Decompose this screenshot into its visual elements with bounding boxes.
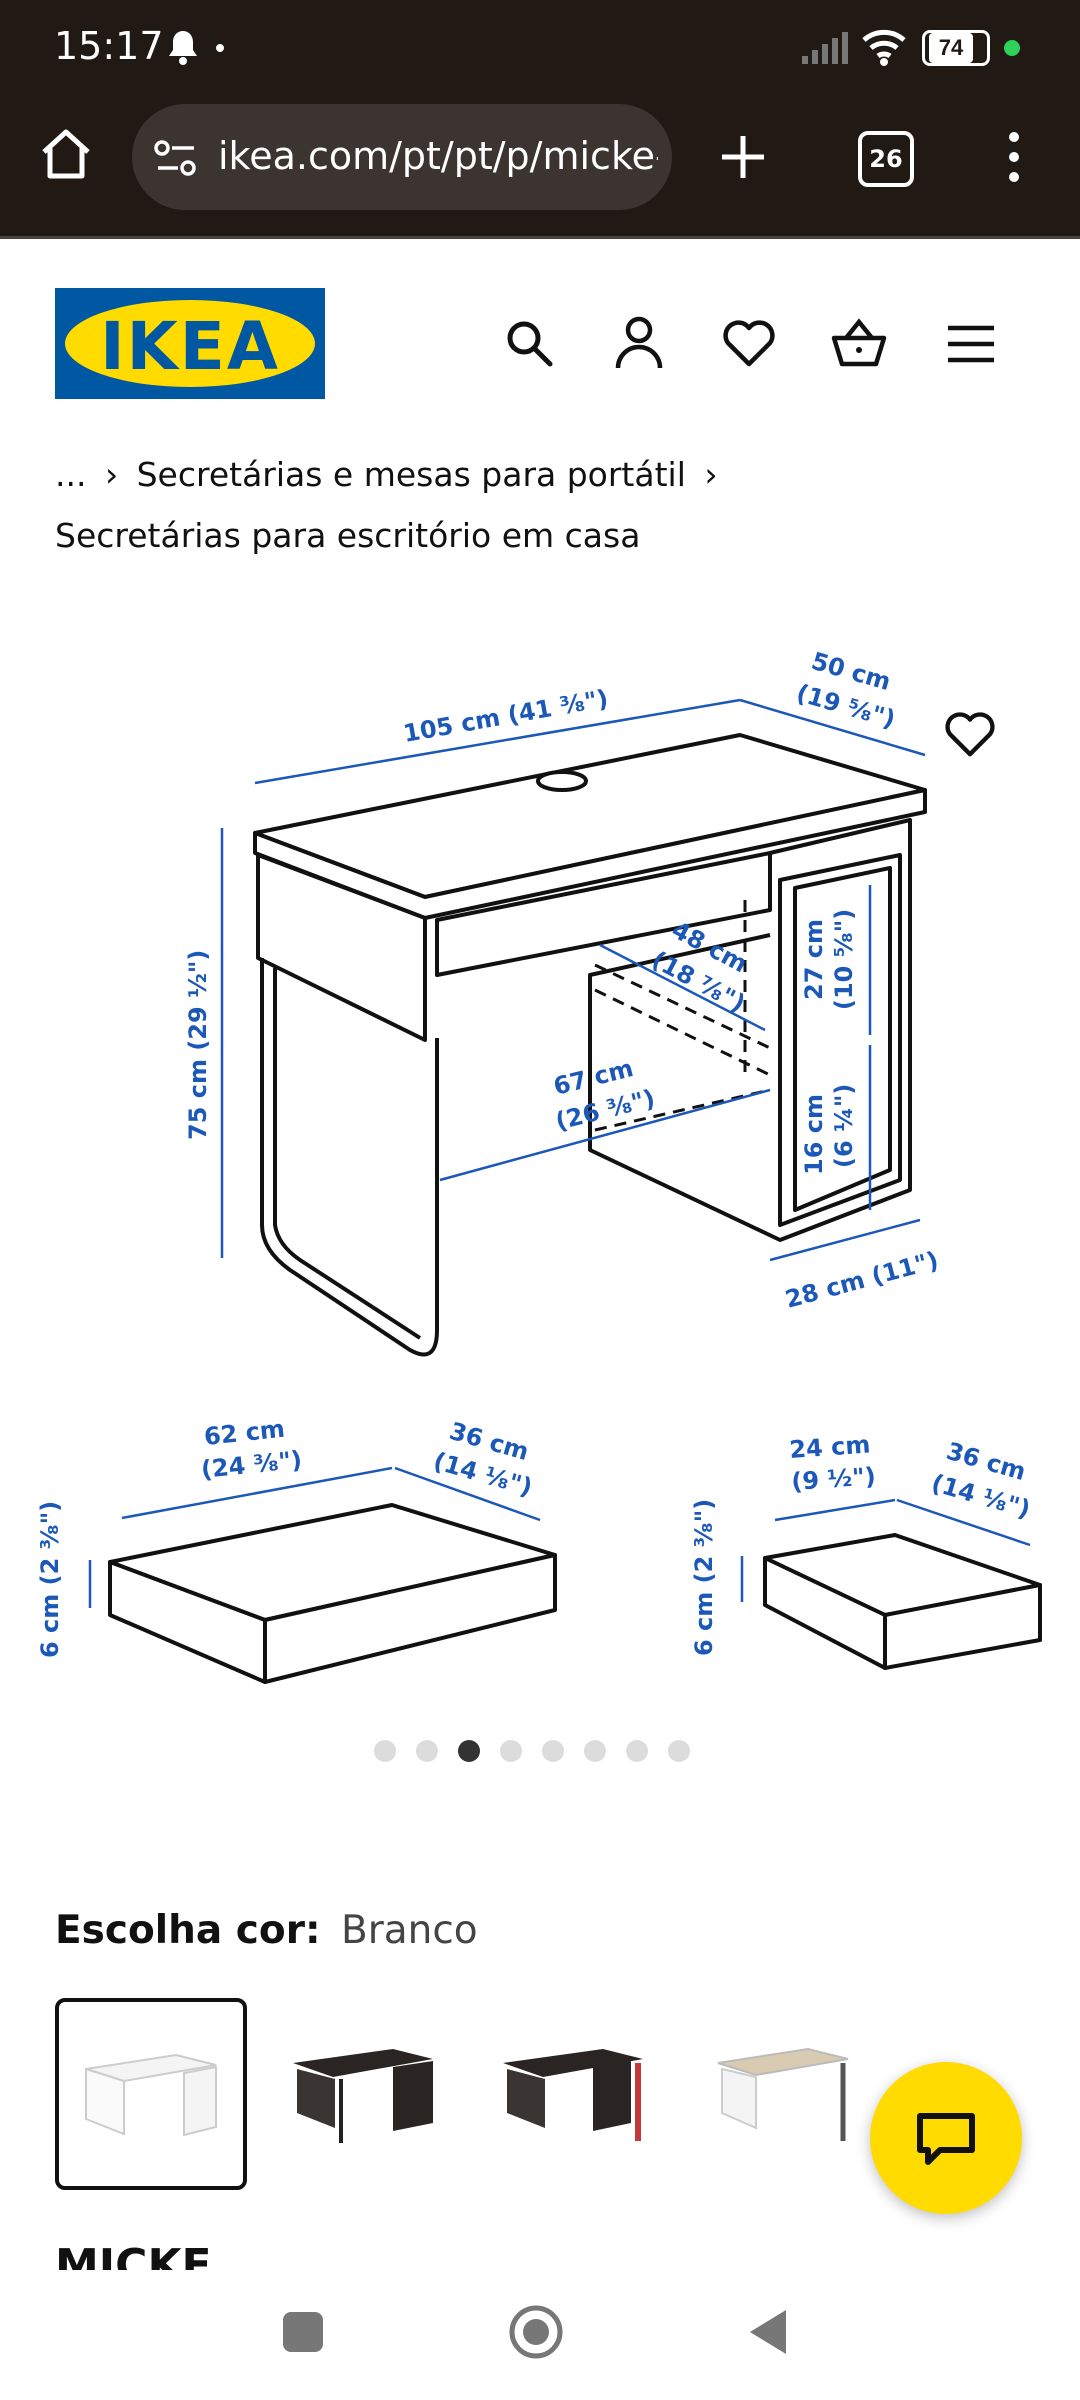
carousel-dot[interactable] <box>374 1740 396 1762</box>
signal-icon <box>800 30 848 71</box>
browser-toolbar: ikea.com/pt/pt/p/micke-s 26 <box>0 96 1080 239</box>
tab-switcher-button[interactable]: 26 <box>858 131 914 187</box>
drawer1-width-in: (24 ³⁄₈") <box>200 1446 304 1484</box>
drawer2-height: 6 cm (2 ³⁄₈") <box>690 1499 718 1656</box>
site-settings-icon[interactable] <box>154 138 198 183</box>
system-nav-bar <box>0 2272 1080 2400</box>
drawer2-width-cm: 24 cm <box>788 1430 871 1464</box>
carousel-dot[interactable] <box>458 1740 480 1762</box>
dim-shelf-top-in: (10 ⁵⁄₈") <box>830 909 858 1010</box>
carousel-dot[interactable] <box>500 1740 522 1762</box>
product-dimension-image[interactable]: 105 cm (41 ³⁄₈") 50 cm (19 ⁵⁄₈") 75 cm (… <box>0 620 1080 1700</box>
dim-shelf-top-cm: 27 cm <box>800 919 828 1000</box>
color-picker-label: Escolha cor: Branco <box>55 1908 478 1953</box>
dim-width: 105 cm (41 ³⁄₈") <box>401 684 610 748</box>
carousel-indicator <box>364 1740 724 1767</box>
status-bar: 15:17 74 <box>0 0 1080 96</box>
green-dot-icon <box>1004 40 1020 56</box>
shopping-bag-icon[interactable] <box>830 316 888 373</box>
product-name: MICKE <box>55 2240 212 2270</box>
breadcrumb-ellipsis[interactable]: ... <box>55 455 87 494</box>
drawer1-height: 6 cm (2 ³⁄₈") <box>36 1501 64 1658</box>
carousel-dot[interactable] <box>416 1740 438 1762</box>
carousel-dot[interactable] <box>668 1740 690 1762</box>
url-text[interactable]: ikea.com/pt/pt/p/micke-s <box>218 134 658 178</box>
logo-text: IKEA <box>100 308 280 385</box>
chat-button[interactable] <box>870 2062 1022 2214</box>
home-nav-icon[interactable] <box>508 2304 564 2365</box>
carousel-dot[interactable] <box>626 1740 648 1762</box>
home-icon[interactable] <box>38 126 94 187</box>
drawer2-width-in: (9 ½") <box>790 1462 876 1496</box>
recents-icon[interactable] <box>283 2312 323 2352</box>
drawer1-width-cm: 62 cm <box>203 1415 286 1451</box>
carousel-dot[interactable] <box>584 1740 606 1762</box>
search-icon[interactable] <box>504 318 554 373</box>
color-swatch-black-red[interactable] <box>478 1998 668 2188</box>
favourites-icon[interactable] <box>722 320 776 373</box>
breadcrumb-separator: › <box>104 455 119 494</box>
hamburger-menu-icon[interactable] <box>946 324 996 369</box>
battery-icon: 74 <box>922 30 990 66</box>
back-icon[interactable] <box>748 2308 788 2361</box>
ikea-logo[interactable]: IKEA <box>55 288 325 399</box>
chat-icon <box>916 2112 976 2173</box>
carousel-dot[interactable] <box>542 1740 564 1762</box>
status-time: 15:17 <box>54 24 164 68</box>
dot-indicator-icon <box>216 44 224 52</box>
color-label: Escolha cor: <box>55 1908 321 1953</box>
color-swatch-black-brown[interactable] <box>268 1998 458 2188</box>
color-swatch-white-oak[interactable] <box>688 1998 878 2188</box>
breadcrumb: ... › Secretárias e mesas para portátil … <box>55 455 1035 494</box>
breadcrumb-item[interactable]: Secretárias para escritório em casa <box>55 516 641 555</box>
battery-level: 74 <box>929 33 973 63</box>
breadcrumb-separator: › <box>704 455 718 494</box>
dim-shelf-bottom-in: (6 ¼") <box>830 1084 858 1168</box>
add-to-favourites-icon[interactable] <box>944 712 996 763</box>
cable-outlet <box>536 770 588 792</box>
selected-color: Branco <box>340 1908 478 1953</box>
dim-shelf-bottom-cm: 16 cm <box>800 1094 828 1175</box>
wifi-icon <box>860 24 908 73</box>
account-icon[interactable] <box>614 316 664 375</box>
dim-cabinet-width: 28 cm (11") <box>782 1246 941 1314</box>
dim-height: 75 cm (29 ½") <box>184 950 212 1140</box>
address-bar[interactable]: ikea.com/pt/pt/p/micke-s <box>132 104 672 210</box>
more-menu-icon[interactable] <box>1006 130 1022 189</box>
notification-bell-icon <box>166 28 200 71</box>
breadcrumb-item[interactable]: Secretárias e mesas para portátil <box>136 455 686 494</box>
new-tab-icon[interactable] <box>718 132 768 187</box>
color-swatch-white[interactable] <box>55 1998 247 2190</box>
